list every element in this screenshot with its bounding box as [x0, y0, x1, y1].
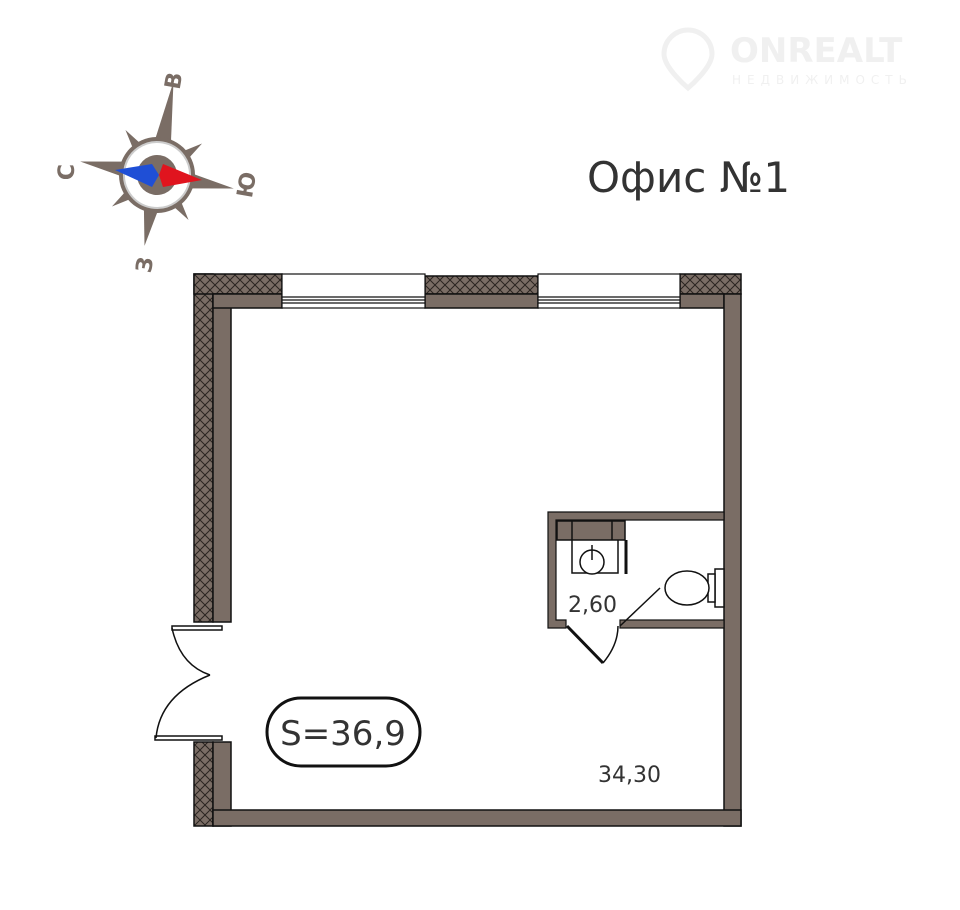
needle-blue [115, 164, 159, 187]
room-area-bathroom: 2,60 [568, 593, 617, 618]
needle-red [159, 164, 202, 187]
window [281, 273, 426, 309]
compass-label-north: С [55, 164, 80, 180]
total-area: S=36,9 [280, 714, 406, 754]
walls [193, 273, 742, 827]
logo-subtitle: НЕДВИЖИМОСТЬ [732, 73, 913, 87]
page-title: Офис №1 [587, 153, 790, 202]
compass-label-east: В [161, 70, 189, 91]
bathroom [547, 511, 725, 665]
compass-icon: С В Ю З [55, 70, 262, 275]
sink-icon [556, 520, 628, 575]
room-area-office: 34,30 [598, 763, 661, 788]
bathroom-door [565, 587, 661, 665]
entrance-door [154, 625, 223, 741]
logo-text: ONREALT [730, 31, 903, 71]
onrealt-logo: ONREALT НЕДВИЖИМОСТЬ [661, 27, 913, 92]
compass-label-south: Ю [233, 170, 262, 200]
total-area-badge: S=36,9 [265, 696, 422, 768]
window [537, 273, 681, 309]
toilet-icon [664, 568, 725, 608]
compass-label-west: З [132, 255, 159, 275]
